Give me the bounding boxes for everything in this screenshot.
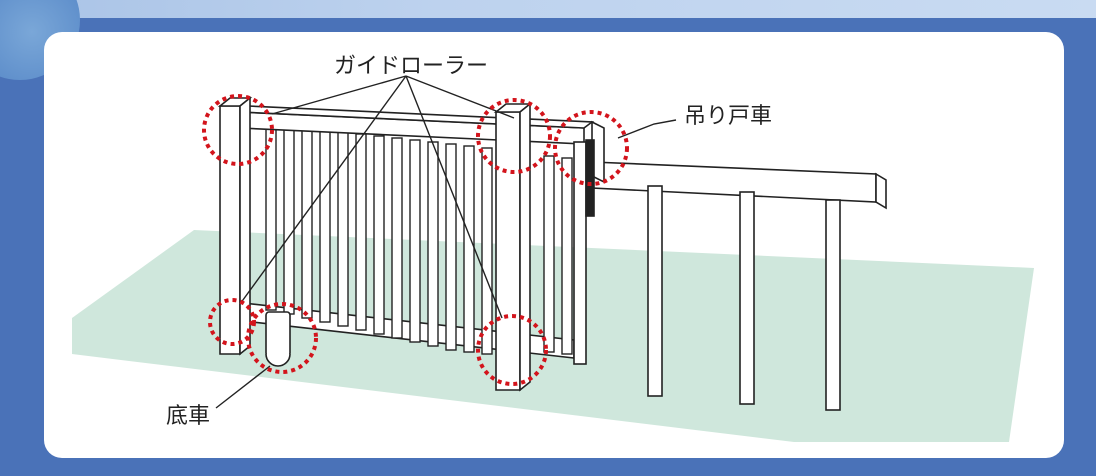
guide-roller-label: ガイドローラー <box>334 53 489 78</box>
bottom-wheel-highlight <box>246 302 318 374</box>
fixed-rail <box>591 161 887 411</box>
left-post <box>217 96 253 356</box>
leader-lines <box>215 75 677 409</box>
gate-illustration <box>72 75 1034 442</box>
gate-end-frame <box>573 120 605 365</box>
diagram-panel: ガイドローラー 吊り戸車 底車 <box>44 32 1064 458</box>
highlight-circles <box>202 94 629 386</box>
bottom-wheel <box>265 311 291 367</box>
guide-roller-highlight-bottom-middle <box>476 314 548 386</box>
top-strip <box>0 0 1096 18</box>
gate-bars <box>265 123 573 355</box>
guide-roller-highlight-top-left <box>202 94 274 166</box>
middle-post <box>493 102 533 392</box>
hanging-wheel-highlight <box>553 110 629 186</box>
guide-roller-highlight-bottom-left <box>208 298 256 346</box>
guide-roller-highlight-top-middle <box>476 98 552 174</box>
hanging-wheel-label: 吊り戸車 <box>684 103 773 128</box>
bottom-wheel-label: 底車 <box>166 403 211 428</box>
